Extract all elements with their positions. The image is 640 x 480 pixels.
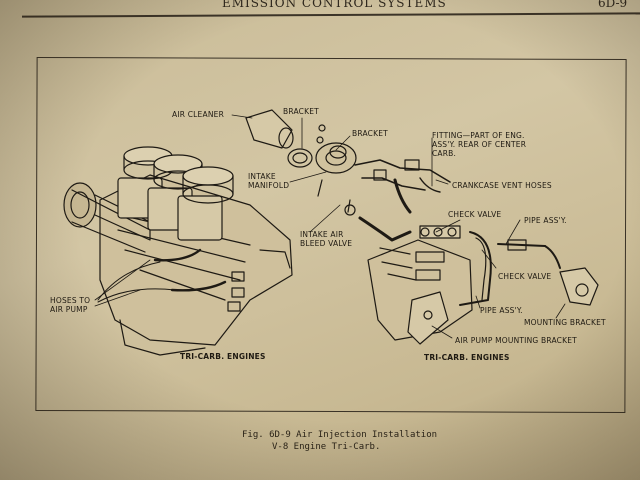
label-intake-air-bleed-line-2: BLEED VALVE <box>300 239 353 248</box>
label-bracket-2: BRACKET <box>352 129 388 138</box>
left-engine-drawing <box>63 146 293 356</box>
leader-lines <box>94 114 566 339</box>
page-reference: 6D-9 <box>598 0 628 10</box>
label-fitting-line-1: FITTING—PART OF ENG. <box>432 131 525 140</box>
section-title: EMISSION CONTROL SYSTEMS <box>222 0 447 10</box>
label-check-valve-1: CHECK VALVE <box>448 210 502 219</box>
label-pipe-assy-1: PIPE ASS'Y. <box>524 216 567 225</box>
label-intake-manifold-line-2: MANIFOLD <box>248 181 290 190</box>
label-hoses-line-2: AIR PUMP <box>50 305 88 314</box>
exploded-parts-drawing <box>245 109 451 216</box>
label-fitting-line-2: ASS'Y. REAR OF CENTER <box>432 140 527 149</box>
figure-caption-line-1: Fig. 6D-9 Air Injection Installation <box>242 430 438 440</box>
label-tri-carb-engines-right: TRI-CARB. ENGINES <box>424 353 510 362</box>
label-hoses-to-air-pump: HOSES TO AIR PUMP <box>50 296 90 314</box>
label-tri-carb-engines-left: TRI-CARB. ENGINES <box>180 352 266 361</box>
label-mounting-bracket: MOUNTING BRACKET <box>524 318 606 327</box>
label-intake-manifold: INTAKE MANIFOLD <box>248 172 289 190</box>
label-hoses-line-1: HOSES TO <box>50 296 91 305</box>
label-check-valve-2: CHECK VALVE <box>498 272 552 281</box>
label-fitting-line-3: CARB. <box>432 149 457 158</box>
label-intake-air-bleed-line-1: INTAKE AIR <box>300 230 344 239</box>
right-engine-drawing <box>358 216 599 345</box>
label-intake-air-bleed-valve: INTAKE AIR BLEED VALVE <box>300 230 352 248</box>
label-crankcase-vent-hoses: CRANKCASE VENT HOSES <box>452 181 552 190</box>
label-air-pump-mounting-bracket: AIR PUMP MOUNTING BRACKET <box>455 336 577 345</box>
label-pipe-assy-2: PIPE ASS'Y. <box>480 306 523 315</box>
label-bracket-1: BRACKET <box>283 107 319 116</box>
label-intake-manifold-line-1: INTAKE <box>248 172 276 181</box>
label-air-cleaner: AIR CLEANER <box>172 110 224 119</box>
label-fitting: FITTING—PART OF ENG. ASS'Y. REAR OF CENT… <box>432 131 526 158</box>
figure-caption-line-2: V-8 Engine Tri-Carb. <box>272 442 381 452</box>
